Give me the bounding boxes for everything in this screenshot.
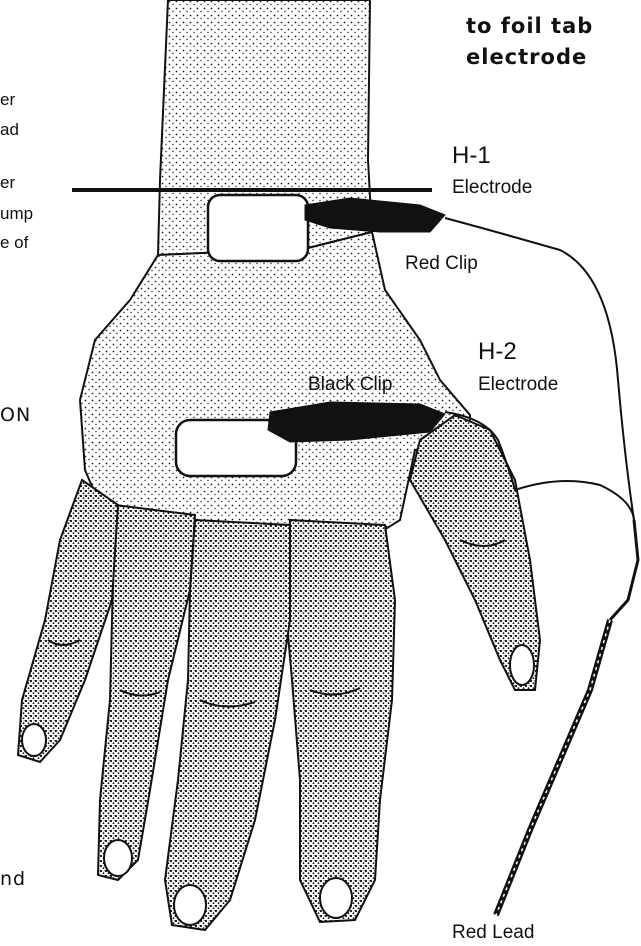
red-clip: [305, 198, 445, 232]
left-heading-fragment: ON: [0, 404, 31, 426]
thumb-nail: [510, 645, 534, 685]
left-fragment-2: ad: [0, 120, 19, 140]
left-fragment-3: er: [0, 173, 15, 193]
h1-electrode-label: Electrode: [452, 177, 532, 199]
foil-tab-heading-line2: electrode: [466, 45, 587, 69]
h2-label: H-2: [478, 338, 517, 366]
left-fragment-4: ump: [0, 204, 33, 224]
middle-nail: [174, 885, 206, 925]
left-bottom-fragment: nd: [0, 868, 26, 890]
foil-tab-heading-line1: to foil tab: [466, 14, 593, 38]
little-finger-shape: [18, 480, 118, 762]
red-lead-label: Red Lead: [452, 922, 534, 944]
black-clip-label: Black Clip: [308, 374, 392, 396]
red-clip-label: Red Clip: [405, 253, 478, 275]
red-lead-cable: [610, 520, 638, 620]
h1-label: H-1: [452, 142, 491, 170]
h1-electrode-pad: [208, 195, 308, 261]
little-nail: [22, 724, 46, 756]
index-nail: [320, 878, 352, 918]
hand-back-shape: [80, 232, 470, 545]
left-fragment-5: e of: [0, 233, 28, 253]
ring-nail: [104, 840, 132, 876]
left-fragment-1: er: [0, 90, 15, 110]
index-finger-shape: [285, 520, 395, 922]
h2-electrode-label: Electrode: [478, 374, 558, 396]
